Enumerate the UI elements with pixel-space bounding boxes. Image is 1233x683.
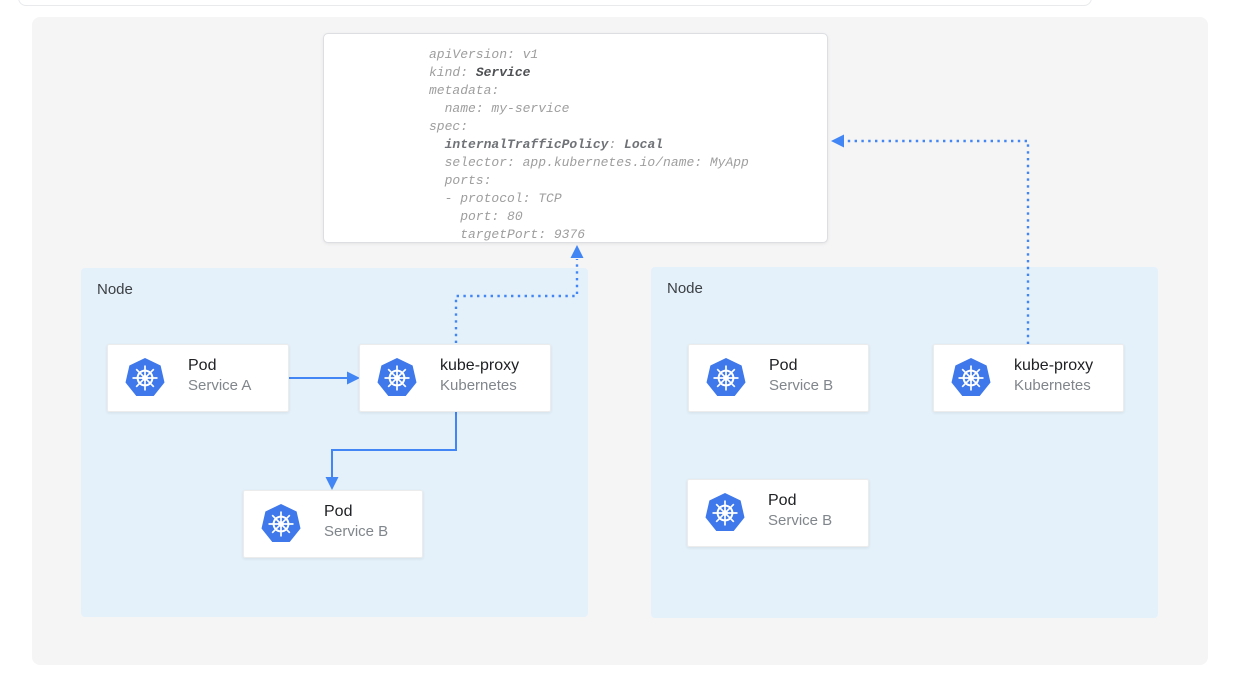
component-title: Pod <box>769 357 798 374</box>
yaml-code-line: internalTrafficPolicy: Local <box>444 137 664 152</box>
node-panel-right: Node <box>651 267 1158 618</box>
yaml-code-line: name: my-service <box>429 101 570 116</box>
yaml-code-line: spec: <box>429 119 469 134</box>
yaml-code: apiVersion: v1 kind: Service metadata: nam… <box>429 46 749 244</box>
yaml-code-line: targetPort: 9376 <box>429 227 586 242</box>
yaml-code-line: - protocol: TCP <box>429 191 562 206</box>
service-yaml-card: apiVersion: v1 kind: Service metadata: nam… <box>323 33 828 243</box>
component-subtitle: Service B <box>768 512 833 529</box>
kubernetes-icon <box>377 358 417 396</box>
yaml-code-line: metadata: <box>429 83 500 98</box>
yaml-code-line: ports: <box>429 173 492 188</box>
yaml-code-line: apiVersion: v1 <box>429 47 539 62</box>
component-subtitle: Kubernetes <box>440 377 517 394</box>
component-subtitle: Service B <box>769 377 834 394</box>
component-title: kube-proxy <box>440 357 520 374</box>
component-subtitle: Service A <box>188 377 252 394</box>
node-label: Node <box>667 280 703 297</box>
node-panel-left: Node <box>81 268 588 617</box>
yaml-code-line: kind: Service <box>429 65 531 80</box>
kubernetes-icon <box>706 358 746 396</box>
pod-service-a-box: Pod Service A <box>107 344 289 412</box>
kubernetes-icon <box>951 358 991 396</box>
pod-service-b-right-top-box: Pod Service B <box>688 344 869 412</box>
top-divider <box>18 0 1092 6</box>
kube-proxy-right-box: kube-proxy Kubernetes <box>933 344 1124 412</box>
kubernetes-icon <box>705 493 745 531</box>
kube-proxy-left-box: kube-proxy Kubernetes <box>359 344 551 412</box>
kubernetes-icon <box>125 358 165 396</box>
kubernetes-icon <box>261 504 301 542</box>
yaml-code-line: port: 80 <box>429 209 523 224</box>
component-subtitle: Service B <box>324 523 389 540</box>
component-title: Pod <box>324 503 353 520</box>
component-subtitle: Kubernetes <box>1014 377 1091 394</box>
yaml-code-line: selector: app.kubernetes.io/name: MyApp <box>429 155 749 170</box>
pod-service-b-left-box: Pod Service B <box>243 490 423 558</box>
pod-service-b-right-bottom-box: Pod Service B <box>687 479 869 547</box>
component-title: kube-proxy <box>1014 357 1094 374</box>
component-title: Pod <box>188 357 217 374</box>
component-title: Pod <box>768 492 797 509</box>
node-label: Node <box>97 281 133 298</box>
